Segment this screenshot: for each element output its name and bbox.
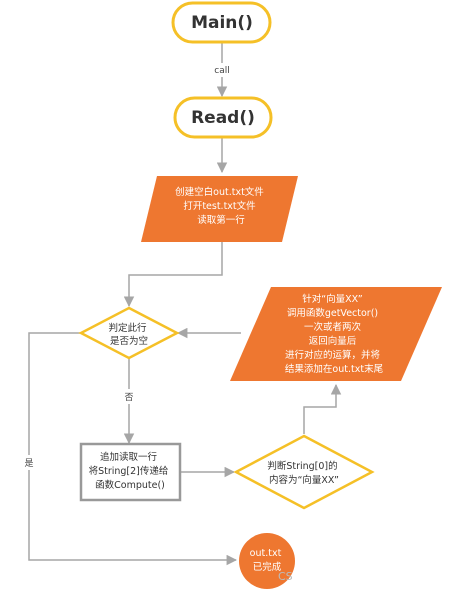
- edge-label-no: 否: [124, 392, 133, 403]
- edge-init-to-check: [123, 242, 223, 308]
- edge-check-yes-to-end: [28, 332, 238, 566]
- node-append-read-text: 追加读取一行 将String[2]传递给 函数Compute(): [89, 451, 172, 491]
- node-vector-op-text: 针对“向量XX” 调用函数getVector() 一次或者两次 返回向量后 进行…: [285, 293, 383, 375]
- call-label-bg: [212, 63, 232, 77]
- node-check-content: [233, 434, 375, 510]
- node-read: [173, 96, 273, 139]
- yes-label-bg: [21, 455, 36, 470]
- node-main-label: Main(): [191, 13, 253, 33]
- node-check-line: [78, 306, 180, 360]
- edge-content-to-vector: [303, 383, 342, 434]
- edge-label-yes: 是: [24, 458, 33, 469]
- node-read-label: Read(): [191, 108, 255, 128]
- node-vector-op: [230, 287, 442, 381]
- node-init: [141, 176, 298, 242]
- edge-label-call: call: [214, 66, 229, 76]
- node-check-line-text: 判定此行 是否为空: [108, 322, 149, 347]
- node-end: [239, 533, 295, 589]
- node-main: [171, 1, 272, 44]
- node-init-text: 创建空白out.txt文件 打开test.txt文件 读取第一行: [175, 186, 267, 226]
- node-append-read: [79, 442, 182, 502]
- watermark-text: CS: [278, 570, 293, 583]
- connectors: [28, 43, 342, 566]
- no-label-bg: [122, 389, 137, 404]
- node-check-content-text: 判断String[0]的 内容为“向量XX”: [267, 460, 340, 486]
- node-end-text: out.txt 已完成: [250, 548, 285, 573]
